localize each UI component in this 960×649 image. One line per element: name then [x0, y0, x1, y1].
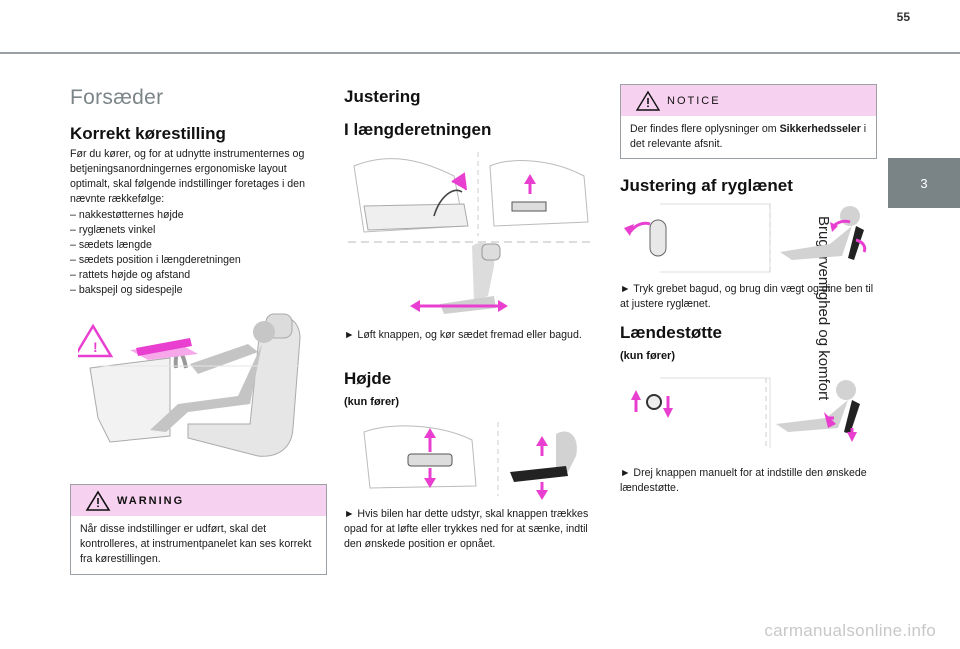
- driver-only-note-lumbar: (kun fører): [620, 350, 675, 362]
- list-item: ryglænets vinkel: [70, 223, 325, 238]
- subheading-backrest: Justering af ryglænet: [620, 176, 793, 195]
- subheading-lumbar: Lændestøtte: [620, 323, 722, 342]
- lumbar-text: ► Drej knappen manuelt for at indstille …: [620, 467, 867, 494]
- page-number: 55: [896, 10, 910, 24]
- info-triangle-icon: [635, 90, 661, 111]
- intro-text: Før du kører, og for at udnytte instrume…: [70, 148, 305, 205]
- notice-link-seatbelts: Sikkerhedsseler: [779, 123, 861, 135]
- height-text: ► Hvis bilen har dette udstyr, skal knap…: [344, 508, 589, 550]
- driving-position-illustration: !: [78, 313, 301, 457]
- notice-header: NOTICE: [621, 85, 876, 116]
- notice-text: Der findes flere oplysninger om Sikkerhe…: [630, 123, 867, 150]
- notice-label: NOTICE: [667, 94, 721, 107]
- list-item: rattets højde og afstand: [70, 268, 325, 283]
- list-item: sædets position i længderetningen: [70, 253, 325, 268]
- longitudinal-text: ► Løft knappen, og kør sædet fremad elle…: [344, 329, 582, 341]
- settings-list: nakkestøtternes højde ryglænets vinkel s…: [70, 208, 325, 298]
- subheading-height: Højde: [344, 369, 392, 388]
- watermark: carmanualsonline.info: [764, 621, 936, 640]
- chapter-label: Brugervenlighed og komfort: [814, 216, 832, 401]
- warning-box: WARNING Når disse indstillinger er udfør…: [70, 484, 327, 575]
- section-heading-position: Korrekt kørestilling: [70, 124, 226, 143]
- list-item: nakkestøtternes højde: [70, 208, 325, 223]
- chapter-tab[interactable]: 3: [888, 158, 960, 208]
- header-rule: [0, 52, 960, 54]
- driver-only-note: (kun fører): [344, 396, 399, 408]
- chapter-number: 3: [920, 175, 928, 191]
- svg-text:!: !: [93, 339, 98, 355]
- lumbar-illustration: [631, 377, 860, 448]
- list-item: sædets længde: [70, 238, 325, 253]
- warning-header: WARNING: [71, 485, 326, 516]
- page-title: Forsæder: [70, 86, 164, 109]
- warning-text: Når disse indstillinger er udført, skal …: [80, 523, 312, 565]
- seat-lever-illustration: [348, 152, 594, 314]
- warning-label: WARNING: [117, 494, 185, 507]
- list-item: bakspejl og sidespejle: [70, 283, 325, 298]
- backrest-text: ► Tryk grebet bagud, og brug din vægt og…: [620, 283, 874, 310]
- section-heading-adjust: Justering: [344, 87, 421, 106]
- backrest-illustration: [624, 203, 867, 273]
- notice-box: NOTICE Der findes flere oplysninger om S…: [620, 84, 877, 159]
- seat-height-illustration: [363, 422, 577, 500]
- warning-triangle-icon: [85, 489, 111, 511]
- subheading-longitudinal: I længderetningen: [344, 120, 492, 139]
